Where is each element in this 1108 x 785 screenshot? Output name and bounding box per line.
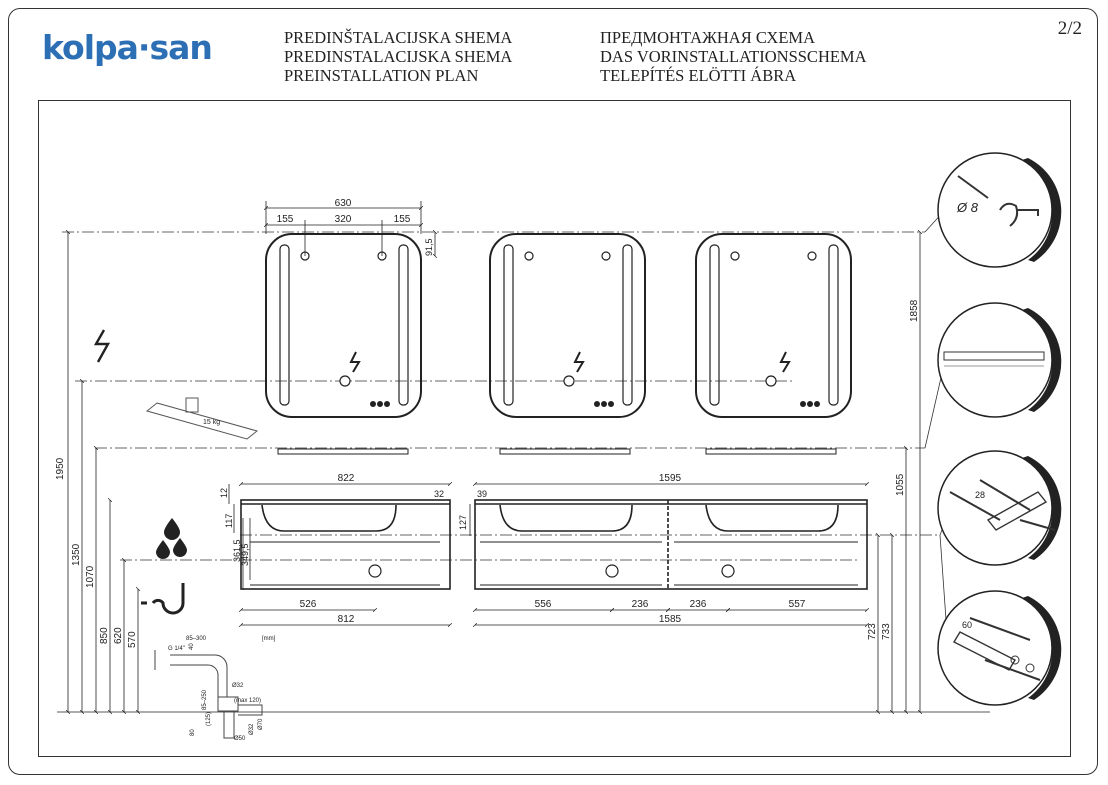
dim-155-right: 155	[394, 214, 411, 225]
dim-630: 630	[335, 198, 352, 209]
siphon-g14: G 1/4"	[168, 646, 185, 652]
dim-236-b: 236	[690, 599, 707, 610]
dim-556: 556	[535, 599, 552, 610]
dim-117: 117	[224, 514, 234, 528]
mirror-dimensions	[266, 201, 435, 256]
dim-723: 723	[867, 623, 878, 640]
siphon-max120: (max 120)	[234, 698, 261, 704]
detail-circles: Ø 8 28 60	[937, 152, 1062, 706]
siphon-d32b: Ø32	[249, 723, 255, 735]
detail-mirror-bar	[937, 302, 1062, 418]
dim-1950: 1950	[55, 457, 66, 480]
dim-127: 127	[458, 515, 468, 530]
siphon-40: 40	[189, 643, 195, 650]
electric-icon	[349, 351, 361, 373]
dim-361-5: 361,5	[232, 539, 242, 562]
brand-logo: kolpa·san	[42, 28, 213, 67]
detail-anchor-hook: Ø 8	[937, 152, 1062, 268]
dim-557: 557	[789, 599, 806, 610]
load-label: 15 kg	[203, 419, 220, 426]
mirror-3	[695, 233, 852, 418]
siphon-d70: Ø70	[258, 718, 264, 730]
mirrors	[265, 233, 852, 418]
mirror-1	[265, 233, 422, 418]
bracket-width-60: 60	[962, 620, 972, 630]
title-line-1: PREDINŠTALACIJSKA SHEMA	[284, 28, 513, 47]
dim-320: 320	[335, 214, 352, 225]
siphon-icon	[141, 583, 185, 615]
detail-rail-28: 28	[937, 450, 1062, 566]
siphon-d32a: Ø32	[232, 683, 244, 689]
title-line-5: DAS VORINSTALLATIONSSCHEMA	[600, 47, 867, 66]
title-line-4: ПРЕДМОНТАЖНАЯ СХЕМА	[600, 28, 816, 47]
drawing-frame	[38, 100, 1071, 757]
dim-39: 39	[477, 489, 487, 499]
dim-620: 620	[113, 627, 124, 644]
rail-width-28: 28	[975, 490, 985, 500]
title-line-6: TELEPÍTÉS ELÖTTI ÁBRA	[600, 66, 797, 85]
callout-leaders	[924, 209, 949, 649]
vanity-units	[240, 499, 868, 590]
dim-1055: 1055	[895, 473, 906, 496]
siphon-85-300: 85–300	[186, 636, 207, 642]
header-titles-right: ПРЕДМОНТАЖНАЯ СХЕМА DAS VORINSTALLATIONS…	[600, 28, 867, 85]
page-border	[8, 8, 1098, 775]
title-line-2: PREDINSTALACIJSKA SHEMA	[284, 47, 513, 66]
height-lines	[57, 232, 990, 712]
mirror-control-dots	[370, 401, 820, 407]
header-titles-left: PREDINŠTALACIJSKA SHEMA PREDINSTALACIJSK…	[284, 28, 512, 85]
electric-icon	[573, 351, 585, 373]
mirror-light-strips	[279, 244, 839, 406]
dim-733: 733	[881, 623, 892, 640]
wall-mount-load-icon	[145, 397, 259, 440]
title-line-3: PREINSTALLATION PLAN	[284, 66, 479, 85]
wall-rails	[277, 448, 837, 455]
vanity-left	[240, 499, 451, 590]
water-drops-icon	[156, 518, 187, 559]
dim-91-5: 91,5	[424, 238, 434, 256]
vanity-right	[474, 499, 868, 590]
siphon-125: (125)	[206, 712, 212, 726]
electric-icon	[93, 329, 111, 363]
dim-812: 812	[338, 614, 355, 625]
dim-850: 850	[99, 627, 110, 644]
vanity-dimensions	[228, 484, 867, 625]
dim-1858: 1858	[909, 299, 920, 322]
dim-12: 12	[219, 488, 229, 498]
dim-1350: 1350	[71, 543, 82, 566]
unit-label: [mm]	[262, 636, 276, 642]
mirror-mount-points	[300, 251, 817, 387]
siphon-drawing	[154, 650, 263, 739]
drill-diameter-label: Ø 8	[956, 200, 979, 215]
dim-822: 822	[338, 473, 355, 484]
electric-symbols	[93, 329, 791, 373]
dim-236-a: 236	[632, 599, 649, 610]
mirror-2	[489, 233, 646, 418]
dim-155-left: 155	[277, 214, 294, 225]
siphon-d50: Ø50	[234, 736, 246, 742]
siphon-85-250: 85–250	[202, 689, 208, 710]
dim-32: 32	[434, 489, 444, 499]
reference-lines	[62, 231, 940, 561]
electric-icon	[779, 351, 791, 373]
drain-outlets	[368, 564, 735, 578]
dim-349-5: 349,5	[240, 543, 250, 566]
dim-1585: 1585	[659, 614, 682, 625]
dim-526: 526	[300, 599, 317, 610]
dim-570: 570	[127, 631, 138, 648]
siphon-80: 80	[190, 729, 196, 736]
page-number: 2/2	[1057, 18, 1082, 39]
dim-1070: 1070	[85, 565, 96, 588]
detail-bracket-60: 60	[937, 590, 1062, 706]
dim-1595: 1595	[659, 473, 682, 484]
